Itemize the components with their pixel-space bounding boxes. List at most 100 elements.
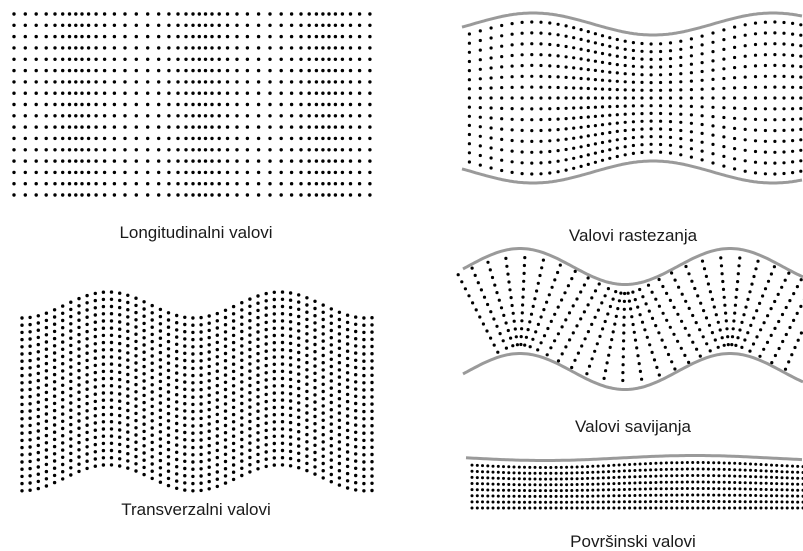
particle-dot <box>548 150 551 153</box>
particle-dot <box>573 359 576 362</box>
particle-dot <box>305 296 308 299</box>
particle-dot <box>330 394 333 397</box>
particle-dot <box>597 489 600 492</box>
particle-dot <box>198 148 201 151</box>
particle-dot <box>134 354 137 357</box>
particle-dot <box>35 182 38 185</box>
particle-dot <box>199 438 202 441</box>
particle-dot <box>368 24 371 27</box>
particle-dot <box>308 171 311 174</box>
particle-dot <box>705 316 708 319</box>
particle-dot <box>218 58 221 61</box>
particle-dot <box>586 489 589 492</box>
particle-dot <box>175 321 178 324</box>
particle-dot <box>597 501 600 504</box>
particle-dot <box>74 80 77 83</box>
particle-dot <box>330 307 333 310</box>
particle-dot <box>594 133 597 136</box>
particle-dot <box>764 21 767 24</box>
particle-dot <box>297 308 300 311</box>
particle-dot <box>733 137 736 140</box>
particle-dot <box>341 12 344 15</box>
particle-dot <box>191 417 194 420</box>
particle-dot <box>527 328 530 331</box>
particle-dot <box>701 132 704 135</box>
particle-dot <box>232 355 235 358</box>
particle-dot <box>548 96 551 99</box>
particle-dot <box>555 507 558 510</box>
particle-dot <box>235 12 238 15</box>
particle-dot <box>126 301 129 304</box>
particle-dot <box>555 472 558 475</box>
particle-dot <box>198 114 201 117</box>
particle-dot <box>123 92 126 95</box>
particle-dot <box>167 390 170 393</box>
particle-dot <box>583 283 586 286</box>
particle-dot <box>135 125 138 128</box>
particle-dot <box>500 86 503 89</box>
particle-dot <box>37 350 40 353</box>
particle-dot <box>94 364 97 367</box>
particle-dot <box>479 116 482 119</box>
particle-dot <box>749 475 752 478</box>
particle-dot <box>299 35 302 38</box>
particle-dot <box>701 61 704 64</box>
particle-dot <box>289 313 292 316</box>
particle-dot <box>103 182 106 185</box>
particle-dot <box>191 324 194 327</box>
particle-dot <box>12 58 15 61</box>
particle-dot <box>500 65 503 68</box>
particle-dot <box>654 481 657 484</box>
particle-dot <box>539 478 542 481</box>
particle-dot <box>640 120 643 123</box>
particle-dot <box>87 125 90 128</box>
particle-dot <box>679 56 682 59</box>
particle-dot <box>775 482 778 485</box>
particle-dot <box>581 507 584 510</box>
particle-dot <box>490 56 493 59</box>
particle-dot <box>513 483 516 486</box>
particle-dot <box>308 193 311 196</box>
particle-dot <box>24 12 27 15</box>
particle-dot <box>478 315 481 318</box>
particle-dot <box>354 445 357 448</box>
particle-dot <box>622 339 625 342</box>
particle-dot <box>712 461 715 464</box>
particle-dot <box>74 137 77 140</box>
particle-dot <box>346 364 349 367</box>
particle-dot <box>624 145 627 148</box>
particle-dot <box>167 419 170 422</box>
particle-dot <box>134 311 137 314</box>
particle-dot <box>681 481 684 484</box>
particle-dot <box>330 386 333 389</box>
particle-dot <box>94 299 97 302</box>
particle-dot <box>534 466 537 469</box>
particle-dot <box>560 478 563 481</box>
particle-dot <box>94 407 97 410</box>
particle-dot <box>191 352 194 355</box>
particle-dot <box>563 291 566 294</box>
particle-dot <box>728 474 731 477</box>
particle-dot <box>12 137 15 140</box>
particle-dot <box>118 371 121 374</box>
particle-dot <box>20 324 23 327</box>
particle-dot <box>707 474 710 477</box>
particle-dot <box>594 115 597 118</box>
particle-dot <box>224 345 227 348</box>
particle-dot <box>341 159 344 162</box>
particle-dot <box>675 487 678 490</box>
particle-dot <box>61 427 64 430</box>
particle-dot <box>37 473 40 476</box>
particle-dot <box>754 86 757 89</box>
particle-dot <box>786 501 789 504</box>
particle-dot <box>468 124 471 127</box>
particle-dot <box>370 424 373 427</box>
particle-dot <box>654 507 657 510</box>
particle-dot <box>123 193 126 196</box>
particle-dot <box>733 86 736 89</box>
particle-dot <box>539 466 542 469</box>
particle-dot <box>224 316 227 319</box>
particle-dot <box>786 482 789 485</box>
particle-dot <box>28 352 31 355</box>
particle-dot <box>640 42 643 45</box>
